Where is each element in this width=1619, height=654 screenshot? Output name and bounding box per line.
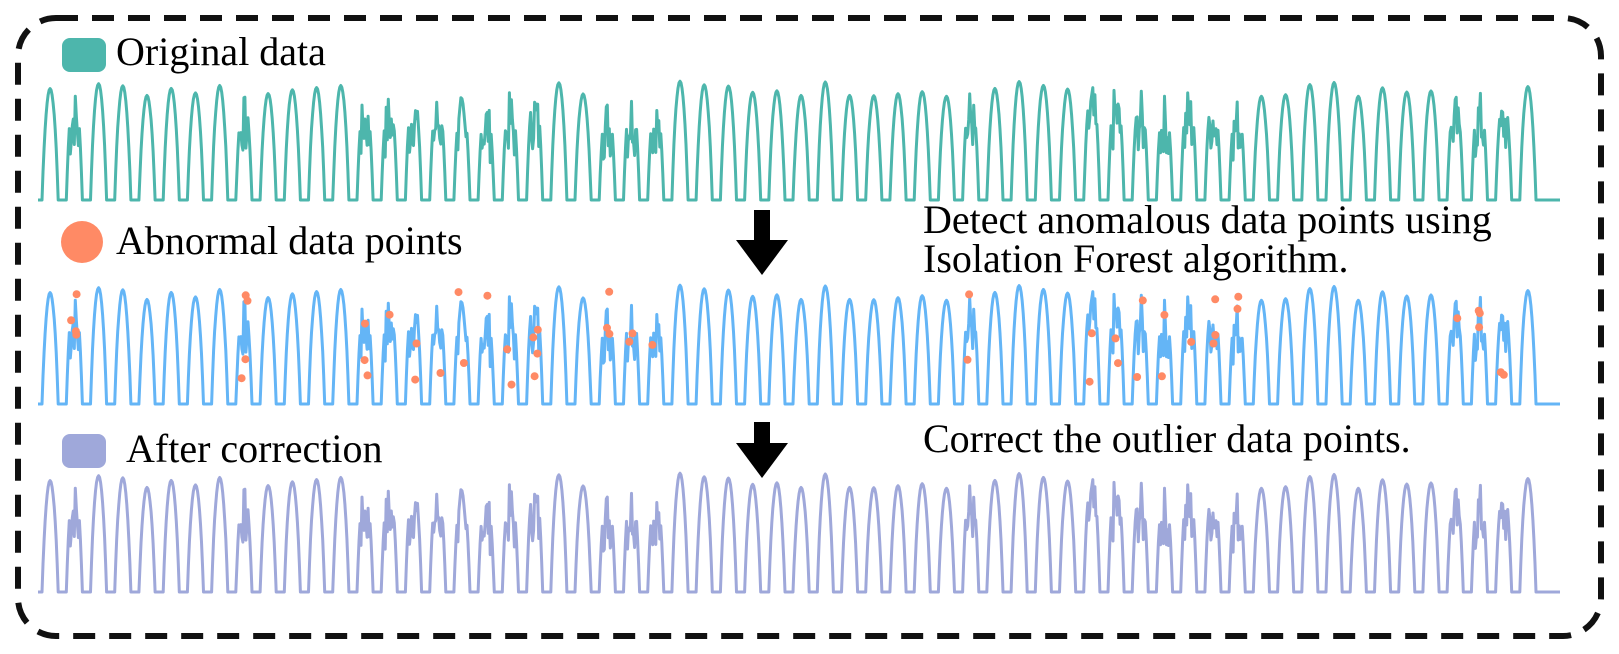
anomaly-point: [454, 288, 463, 297]
anomaly-point: [1114, 359, 1122, 368]
anomaly-point: [237, 374, 246, 383]
anomaly-point: [1475, 323, 1484, 332]
anomaly-point: [1111, 334, 1120, 343]
anomaly-point: [67, 316, 76, 325]
anomaly-point: [503, 345, 512, 354]
detect-step-line2: Isolation Forest algorithm.: [923, 236, 1349, 281]
corrected-legend-swatch: [62, 434, 106, 468]
anomaly-point: [1453, 314, 1462, 323]
original-data-series: [37, 79, 1560, 202]
anomaly-point: [412, 339, 421, 348]
abnormal-line: [37, 283, 1560, 406]
abnormal-legend-swatch: [61, 221, 103, 263]
anomaly-point: [1233, 304, 1242, 313]
abnormal-legend-label: Abnormal data points: [116, 218, 463, 263]
anomaly-point: [1187, 337, 1196, 346]
anomaly-point: [603, 323, 611, 332]
corrected-legend-label: After correction: [126, 426, 383, 471]
anomaly-point: [1087, 329, 1096, 338]
anomaly-point: [507, 380, 516, 389]
anomaly-point: [529, 333, 538, 342]
anomaly-point: [363, 371, 372, 380]
anomaly-point: [1133, 373, 1142, 381]
anomaly-point: [1085, 377, 1094, 386]
original-line: [37, 79, 1560, 202]
anomaly-point: [385, 310, 394, 319]
anomaly-markers: [67, 287, 1508, 389]
anomaly-point: [1160, 310, 1169, 319]
anomaly-point: [1499, 370, 1508, 379]
anomaly-point: [965, 290, 974, 299]
anomaly-point: [648, 340, 657, 349]
dashed-frame: [15, 15, 1604, 639]
anomaly-point: [530, 372, 539, 381]
anomaly-point: [483, 291, 492, 300]
detect-step-line1: Detect anomalous data points using: [923, 197, 1492, 242]
anomaly-point: [72, 290, 81, 299]
anomaly-point: [436, 369, 445, 377]
anomaly-point: [1475, 309, 1484, 318]
down-arrow-icon: [736, 210, 788, 275]
anomaly-point: [411, 375, 420, 384]
anomaly-point: [1211, 331, 1220, 339]
anomaly-point: [628, 329, 637, 338]
corrected-data-series: [37, 471, 1560, 594]
anomaly-point: [71, 327, 80, 336]
original-legend-swatch: [62, 38, 106, 72]
anomaly-point: [1209, 339, 1218, 348]
anomaly-point: [361, 319, 369, 328]
anomaly-point: [533, 325, 542, 334]
anomaly-point: [241, 355, 250, 364]
anomaly-point: [963, 355, 972, 364]
anomaly-point: [605, 329, 614, 338]
corrected-line: [37, 471, 1560, 594]
abnormal-data-series: [37, 283, 1560, 406]
anomaly-point: [533, 349, 542, 358]
anomaly-point: [1234, 292, 1243, 301]
anomaly-point: [360, 356, 369, 365]
anomaly-point: [1157, 372, 1166, 381]
anomaly-point: [605, 287, 614, 296]
anomaly-point: [243, 296, 252, 305]
anomaly-point: [1211, 295, 1220, 304]
anomaly-point: [625, 337, 634, 346]
down-arrow-icon: [736, 422, 788, 478]
original-legend-label: Original data: [116, 29, 326, 74]
anomaly-point: [1138, 296, 1147, 305]
correct-step-label: Correct the outlier data points.: [923, 416, 1411, 461]
anomaly-point: [459, 359, 468, 367]
